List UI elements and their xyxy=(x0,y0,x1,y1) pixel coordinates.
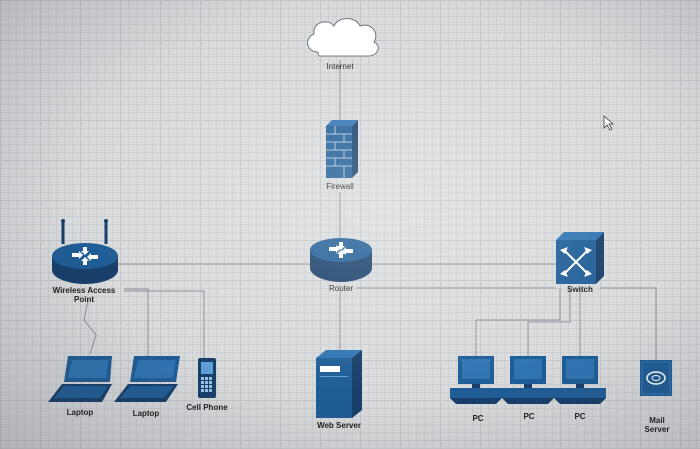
laptop-icon-2 xyxy=(114,356,180,402)
firewall-icon xyxy=(326,120,358,178)
mail-server-label-line2: Server xyxy=(645,425,670,434)
mail-server-label-line1: Mail xyxy=(649,416,665,425)
mail-server-icon xyxy=(640,360,672,396)
wap-label-line1: Wireless Access xyxy=(53,286,116,295)
cell-phone-label: Cell Phone xyxy=(186,403,228,412)
pc2-label: PC xyxy=(523,412,534,421)
web-server-icon xyxy=(316,350,362,418)
pc-icon-2 xyxy=(502,356,554,404)
cell-phone-icon xyxy=(198,358,216,398)
wire-wap-cellphone xyxy=(124,290,205,358)
firewall-label: Firewall xyxy=(326,182,354,191)
pc3-label: PC xyxy=(574,412,585,421)
wap-label-line2: Point xyxy=(74,295,94,304)
web-server-label: Web Server xyxy=(317,421,361,430)
pc1-label: PC xyxy=(472,414,483,423)
pc-icon-3 xyxy=(554,356,606,404)
wire-wap-laptop1 xyxy=(83,299,97,355)
laptop1-label: Laptop xyxy=(67,408,94,417)
mouse-cursor-icon xyxy=(603,115,615,131)
router-label: Router xyxy=(329,284,353,293)
wireless-access-point-icon xyxy=(52,219,118,284)
laptop-icon-1 xyxy=(48,356,112,402)
connections xyxy=(83,60,657,360)
laptop2-label: Laptop xyxy=(133,409,160,418)
switch-icon xyxy=(556,232,604,284)
wire-switch-pc1 xyxy=(475,288,561,356)
internet-cloud-icon xyxy=(307,18,379,57)
wire-wap-laptop2 xyxy=(124,288,149,356)
wire-switch-pc2 xyxy=(527,288,571,356)
internet-label: Internet xyxy=(326,62,354,71)
router-icon xyxy=(310,238,372,282)
pc-icon-1 xyxy=(450,356,502,404)
switch-label: Switch xyxy=(567,285,593,294)
wire-switch-mailserver xyxy=(600,287,657,360)
